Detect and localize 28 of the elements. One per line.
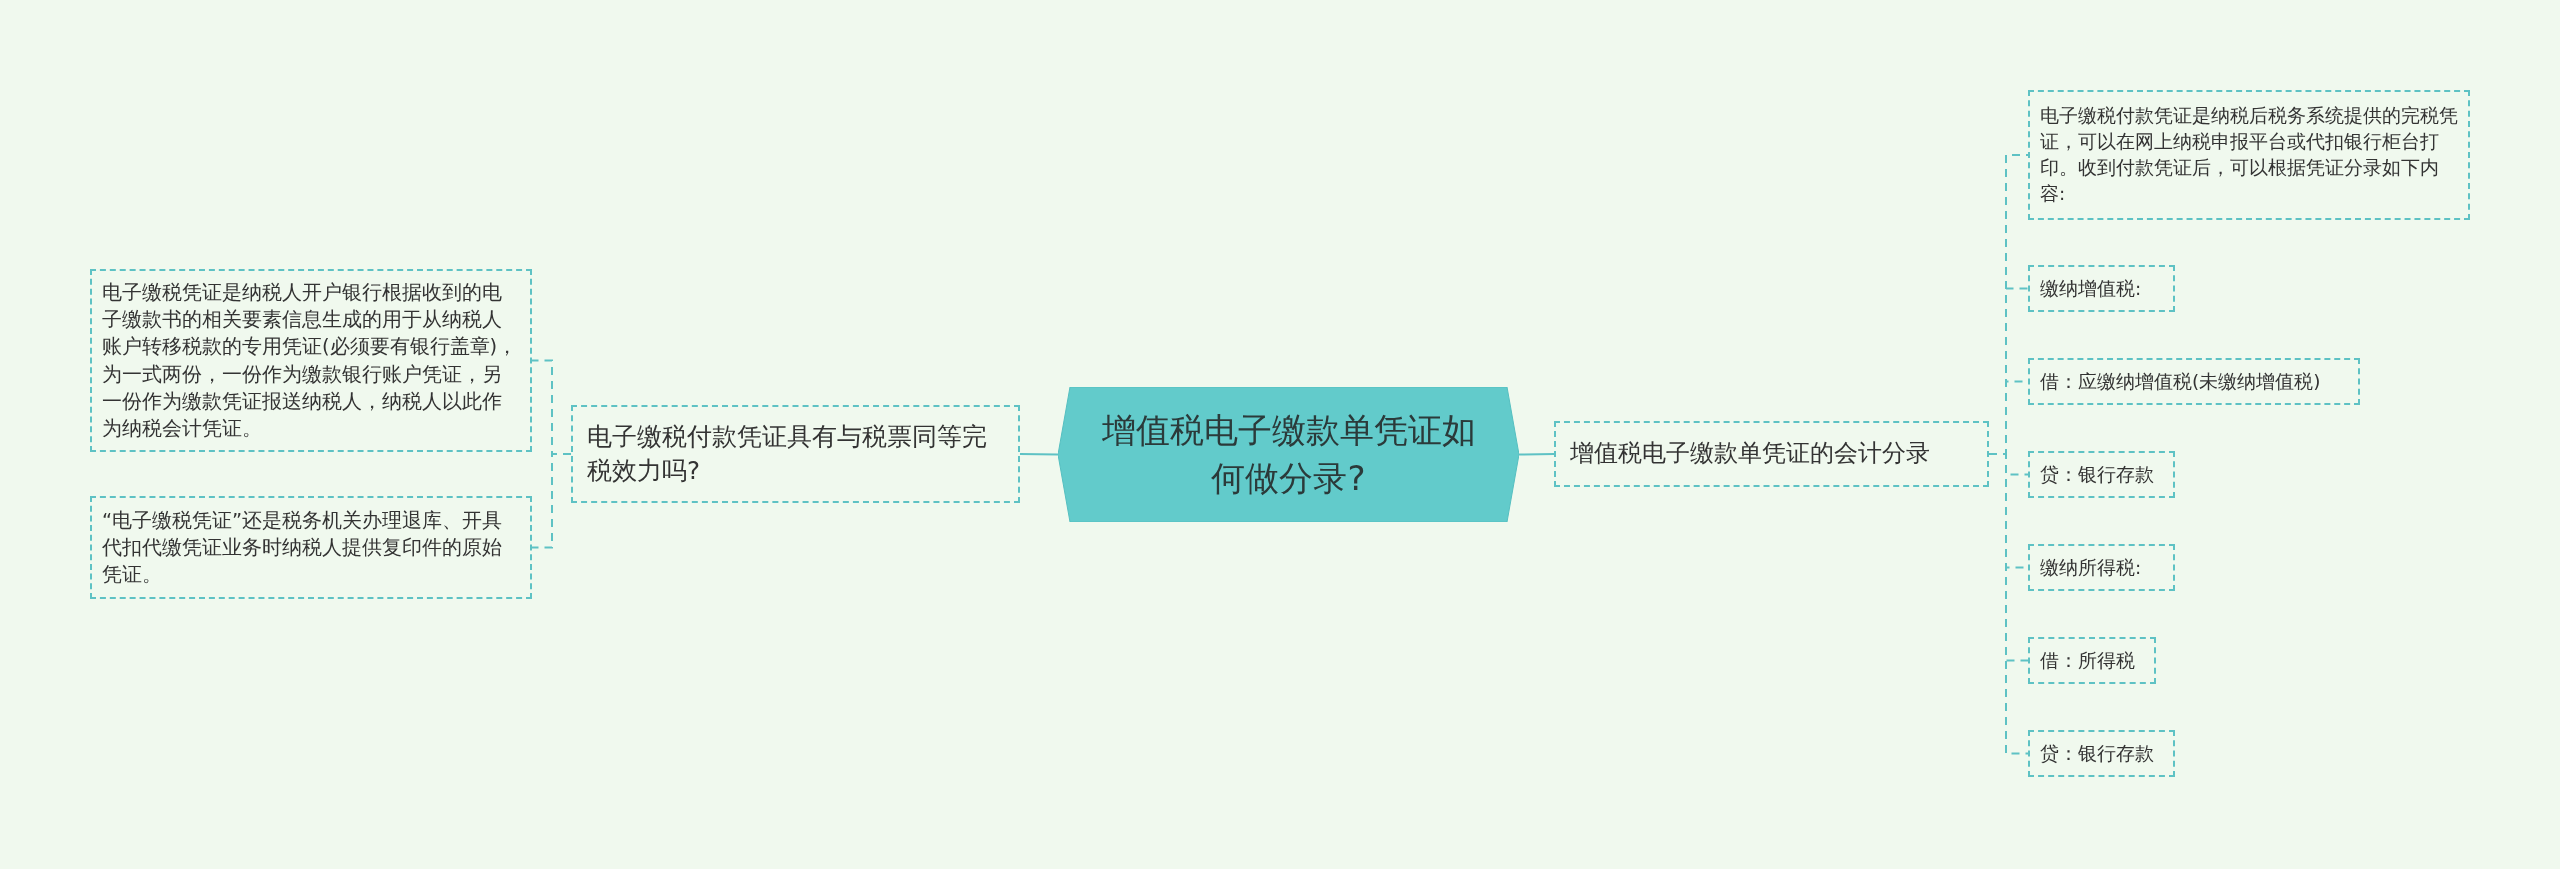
node-text: 增值税电子缴款单凭证的会计分录 <box>1570 438 1930 470</box>
topic-box <box>571 405 1020 503</box>
topic-box <box>2028 90 2470 220</box>
topic-box <box>2028 451 2175 498</box>
topic-box <box>2028 265 2175 312</box>
node-text: 缴纳增值税: <box>2040 276 2142 301</box>
topic-box <box>90 496 532 599</box>
topic-box <box>90 269 532 452</box>
topic-box <box>1554 421 1989 487</box>
topic-box <box>2028 637 2156 684</box>
node-text: 贷：银行存款 <box>2040 462 2154 487</box>
connector-line <box>531 453 572 549</box>
connector-line <box>1019 453 1059 456</box>
topic-hexagon <box>1058 387 1519 522</box>
node-text: 电子缴税付款凭证是纳税后税务系统提供的完税凭证，可以在网上纳税申报平台或代扣银行柜台打印。收到付款凭证后，可以根据凭证分录如下内容: <box>2040 104 2458 206</box>
node-text: 借：应缴纳增值税(未缴纳增值税) <box>2040 369 2321 394</box>
node-text: 贷：银行存款 <box>2040 741 2154 766</box>
node-text: 增值税电子缴款单凭证如何做分录? <box>1100 408 1477 500</box>
connector-line <box>1518 453 1555 456</box>
node-text: 电子缴税付款凭证具有与税票同等完税效力吗? <box>587 420 988 487</box>
node-text: 电子缴税凭证是纳税人开户银行根据收到的电子缴款书的相关要素信息生成的用于从纳税人账户转移税款的专用凭证(必须要有银行盖章)，为一式两份，一份作为缴款银行账户凭证，另一份作为缴款凭证报送纳税人，纳税人以此作为纳税会计凭证。 <box>102 279 519 443</box>
topic-box <box>2028 544 2175 591</box>
connector-line <box>1988 453 2029 755</box>
topic-box <box>2028 730 2175 777</box>
node-text: “电子缴税凭证”还是税务机关办理退库、开具代扣代缴凭证业务时纳税人提供复印件的原始凭证。 <box>102 507 504 589</box>
node-text: 缴纳所得税: <box>2040 555 2142 580</box>
node-text: 借：所得税 <box>2040 648 2135 673</box>
topic-box <box>2028 358 2360 405</box>
